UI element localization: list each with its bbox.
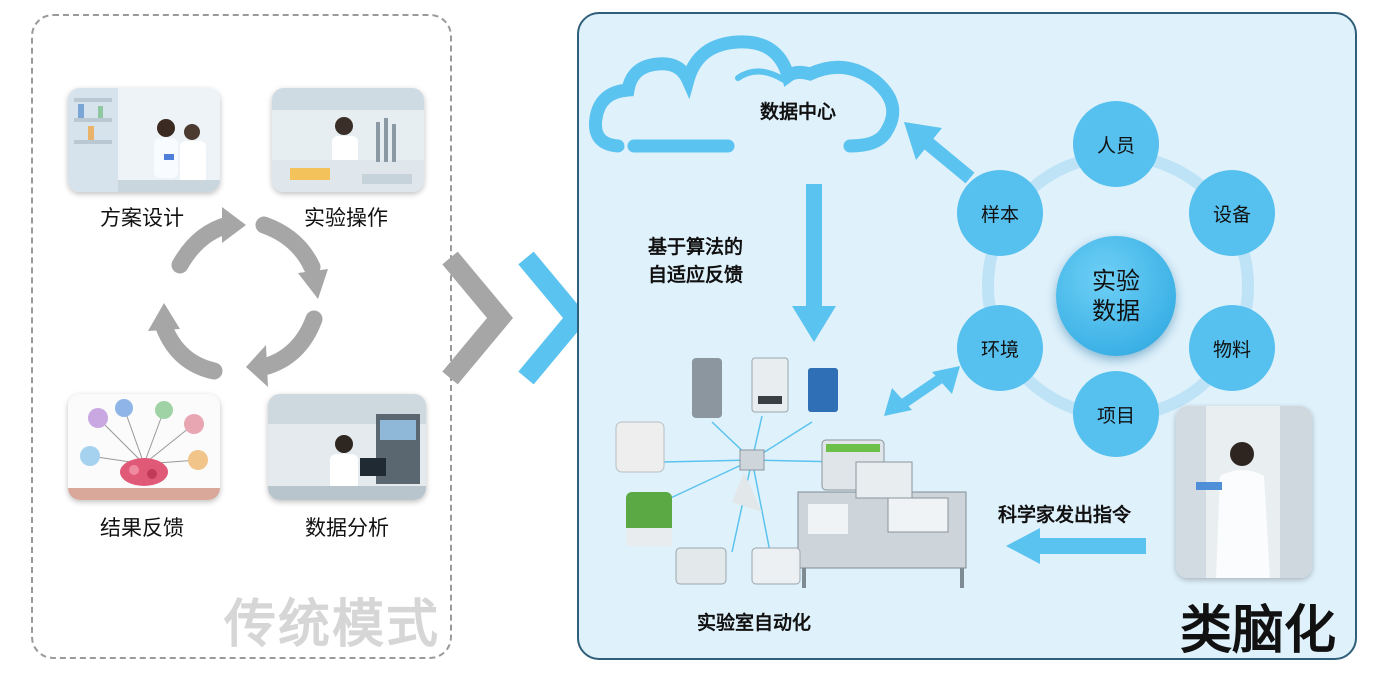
node-sample: 样本 (957, 170, 1043, 256)
hub-line2: 数据 (1092, 297, 1140, 325)
brain-like-title: 类脑化 (1180, 601, 1337, 661)
node-equipment: 设备 (1189, 170, 1275, 256)
operation-photo (272, 88, 424, 192)
node-personnel: 人员 (1073, 101, 1159, 187)
traditional-mode-title: 传统模式 (224, 595, 441, 655)
feedback-down-arrow (792, 184, 836, 342)
traditional-mode-panel (31, 14, 452, 659)
bidirectional-arrow (884, 366, 960, 416)
transition-chevrons (442, 251, 590, 385)
analysis-photo (268, 394, 426, 500)
node-project: 项目 (1073, 371, 1159, 457)
node-environment: 环境 (957, 305, 1043, 391)
step-design-label: 方案设计 (100, 206, 184, 230)
feedback-label-line1: 基于算法的 (648, 236, 744, 258)
experiment-data-hub: 实验 数据 (1056, 236, 1176, 356)
scientist-command-label: 科学家发出指令 (998, 504, 1132, 526)
results-photo (68, 394, 220, 500)
node-materials: 物料 (1189, 305, 1275, 391)
cycle-arrows (148, 207, 328, 387)
step-analysis-label: 数据分析 (305, 516, 389, 540)
scientist-photo (1176, 406, 1312, 578)
lab-automation-label: 实验室自动化 (697, 612, 812, 634)
hub-line1: 实验 (1092, 267, 1140, 295)
command-arrow (1006, 528, 1146, 564)
lab-automation-illustration (615, 357, 967, 588)
design-photo (68, 88, 220, 192)
upload-arrow (904, 122, 975, 184)
data-center-label: 数据中心 (760, 101, 837, 123)
step-operation-label: 实验操作 (304, 206, 388, 230)
cloud-icon (588, 35, 900, 153)
feedback-label-line2: 自适应反馈 (648, 264, 744, 286)
step-feedback-label: 结果反馈 (100, 516, 184, 540)
